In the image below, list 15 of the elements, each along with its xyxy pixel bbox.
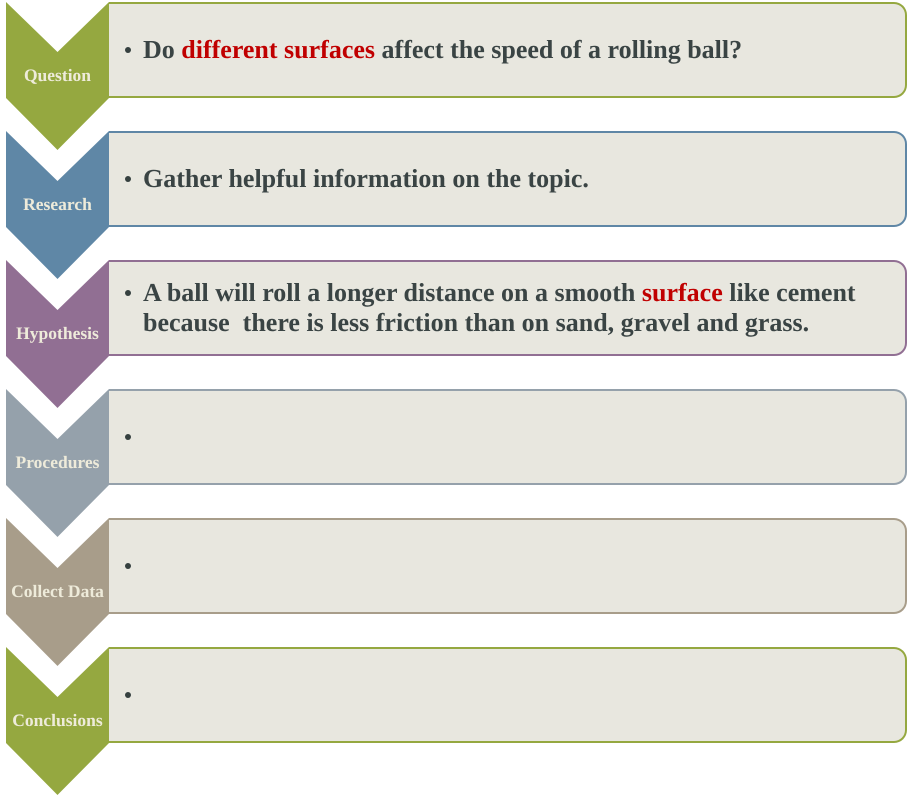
bullet-text: Do different surfaces affect the speed of a rolling ball? (143, 35, 742, 65)
step-label: Research (22, 193, 93, 215)
step-label: Question (22, 64, 92, 86)
bullet-text: A ball will roll a longer distance on a smooth surface like cement because there is less friction than on sand, gravel and grass. (143, 278, 857, 338)
content-box (109, 647, 907, 743)
step-label: Procedures (14, 451, 100, 473)
content-box (109, 518, 907, 614)
step-label: Hypothesis (15, 322, 100, 344)
content-box (109, 131, 907, 227)
step-label: Collect Data (10, 580, 105, 602)
content-box (109, 260, 907, 356)
step-label: Conclusions (11, 709, 104, 731)
content-box (109, 2, 907, 98)
content-box (109, 389, 907, 485)
bullet-text: Gather helpful information on the topic. (143, 164, 589, 194)
